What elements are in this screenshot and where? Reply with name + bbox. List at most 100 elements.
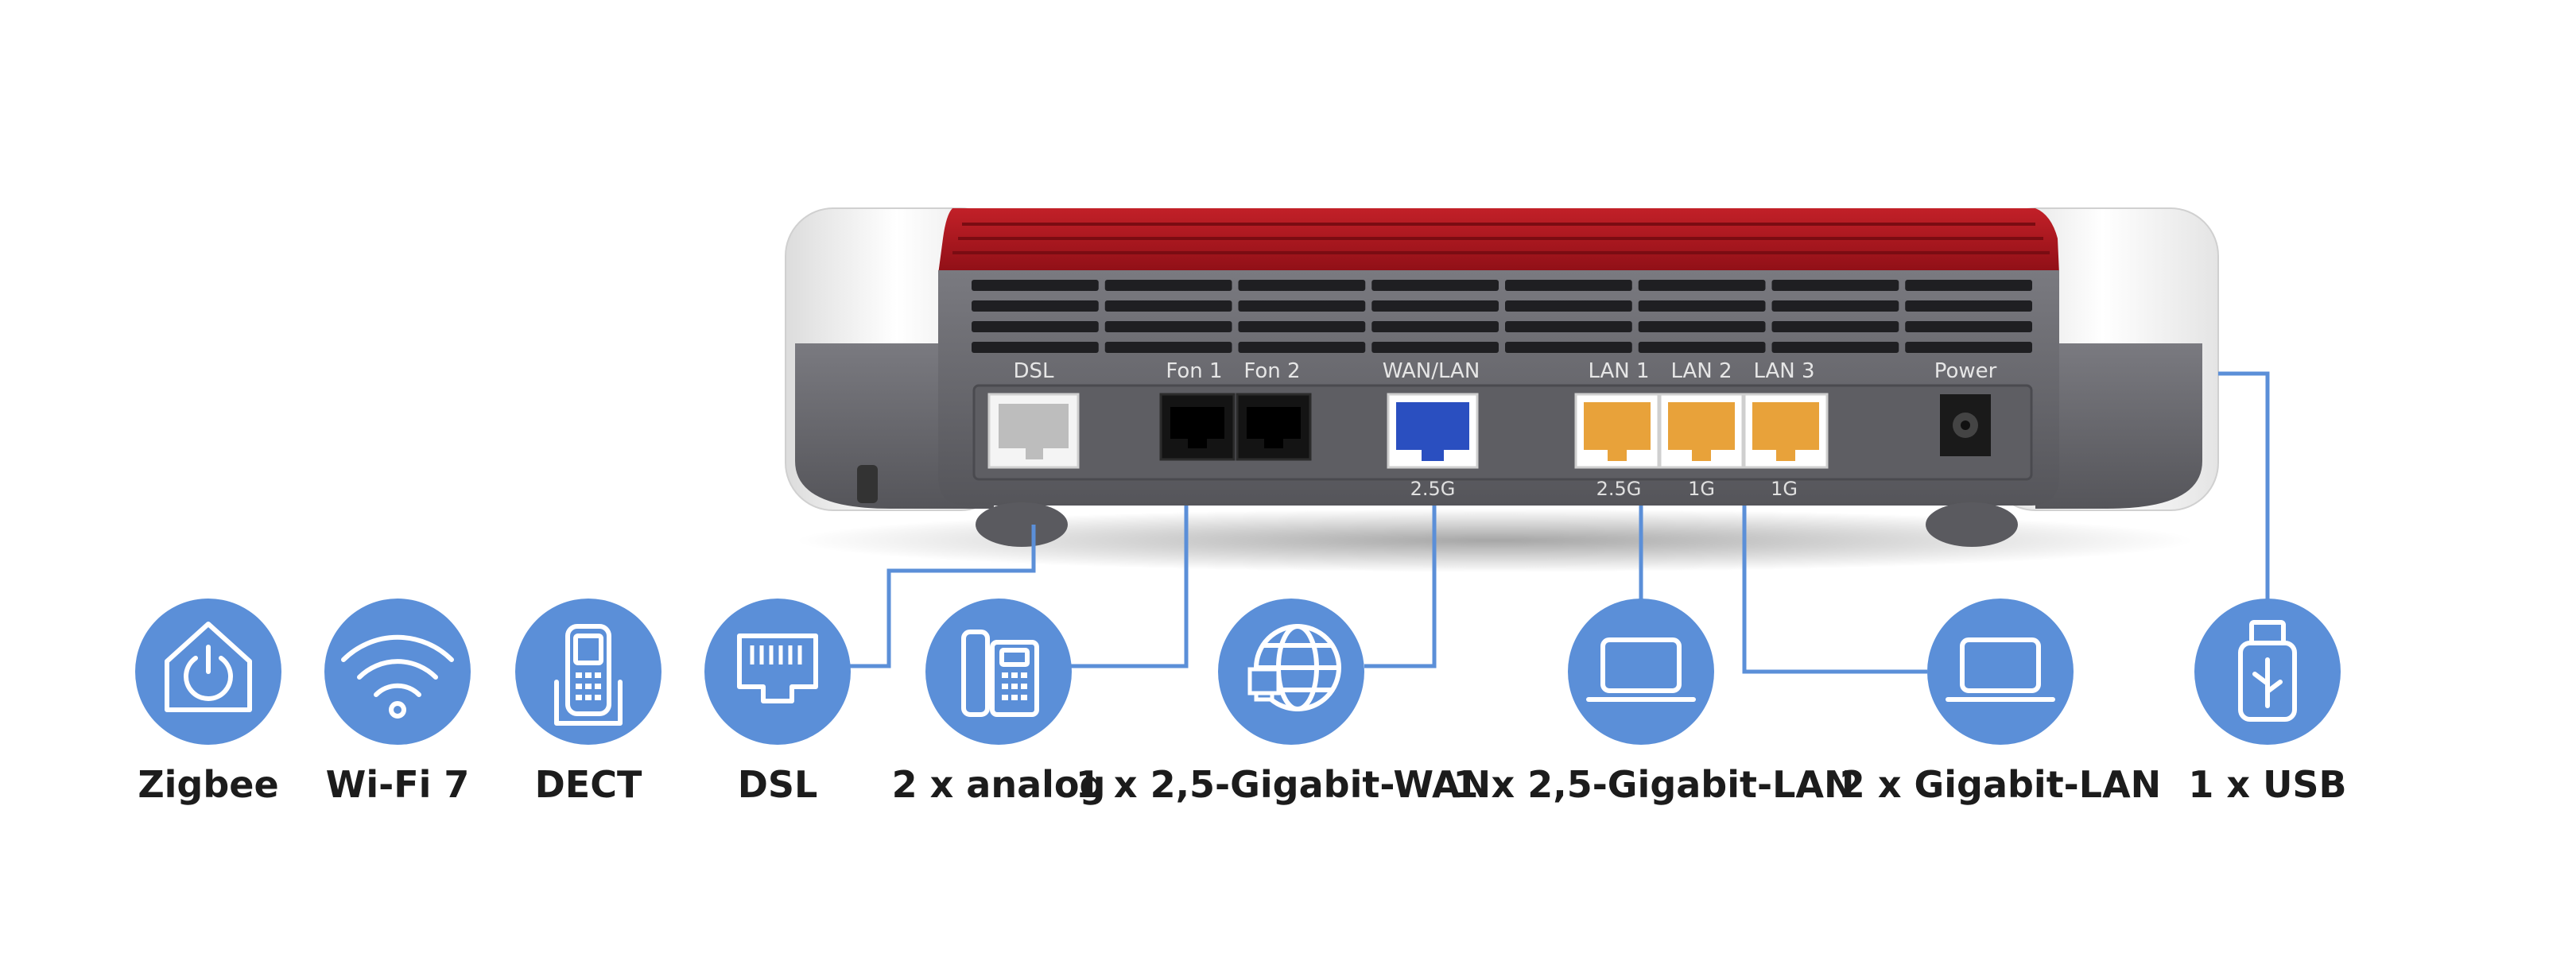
router-foot-right <box>1926 502 2018 547</box>
connector-analog <box>1069 506 1189 668</box>
feature-label-analog: 2 x analog <box>892 763 1106 806</box>
connector-wan <box>1364 506 1437 668</box>
vent-slot <box>1771 321 1899 332</box>
globe-icon <box>1247 624 1341 711</box>
vent-slot <box>972 342 1099 353</box>
vent-slot <box>972 321 1099 332</box>
dsl-circle <box>704 599 851 745</box>
speed-label-wanlan: 2.5G <box>1410 478 1456 500</box>
router-device: DSL Fon 1 Fon 2 WAN/LAN LAN 1 LAN 2 LAN … <box>785 207 2219 572</box>
vent-slot <box>1371 321 1499 332</box>
feature-label-usb: 1 x USB <box>2188 763 2346 806</box>
feature-wan <box>1218 599 1364 745</box>
feature-zigbee <box>135 599 281 745</box>
vent-slot <box>1104 280 1232 291</box>
vent-slot <box>1771 280 1899 291</box>
vent-slot <box>1371 300 1499 312</box>
connector-lan1g <box>1742 506 1927 674</box>
wifi-icon <box>341 634 454 719</box>
port-bay <box>972 384 2033 481</box>
vent-slot <box>1505 300 1632 312</box>
lan25-circle <box>1568 599 1714 745</box>
feature-lan1g <box>1927 599 2074 745</box>
feature-label-wifi: Wi-Fi 7 <box>326 763 470 806</box>
vent-slot <box>1505 280 1632 291</box>
port-label-fon2: Fon 2 <box>1243 359 1300 383</box>
speed-label-lan1: 2.5G <box>1596 478 1642 500</box>
vent-slot <box>1771 300 1899 312</box>
usb-stick-icon <box>2238 620 2297 722</box>
feature-dect <box>515 599 661 745</box>
vent-slot <box>1238 321 1366 332</box>
vent-slot <box>1238 280 1366 291</box>
vent-slot <box>1905 280 2032 291</box>
feature-label-dsl: DSL <box>738 763 818 806</box>
vent-slot <box>1638 300 1766 312</box>
speed-label-lan3: 1G <box>1771 478 1798 500</box>
vent-slot <box>1104 300 1232 312</box>
dsl-port-icon <box>737 633 818 703</box>
feature-usb <box>2194 599 2341 745</box>
wanlan-port <box>1387 393 1479 469</box>
vent-slot <box>1905 342 2032 353</box>
wifi-circle <box>324 599 471 745</box>
router-vents <box>972 280 2032 353</box>
router-foot-left <box>976 502 1068 547</box>
vent-slot <box>1371 280 1499 291</box>
vent-slot <box>972 300 1099 312</box>
feature-wifi <box>324 599 471 745</box>
feature-dsl <box>704 599 851 745</box>
smart-home-power-icon <box>165 622 252 712</box>
vent-slot <box>1104 342 1232 353</box>
speed-label-lan2: 1G <box>1688 478 1715 500</box>
feature-lan25 <box>1568 599 1714 745</box>
feature-label-wan: 1 x 2,5-Gigabit-WAN <box>1076 763 1491 806</box>
port-label-wanlan: WAN/LAN <box>1383 359 1480 383</box>
cordless-phone-icon <box>554 624 623 726</box>
vent-slot <box>1638 321 1766 332</box>
vent-slot <box>1638 280 1766 291</box>
laptop-icon <box>1586 637 1696 702</box>
vent-slot <box>1238 300 1366 312</box>
lan3-port <box>1743 393 1829 469</box>
vent-slot <box>1771 342 1899 353</box>
vent-slot <box>1905 321 2032 332</box>
router-right-wing <box>2035 343 2202 509</box>
port-label-power: Power <box>1934 359 1997 383</box>
fon2-port <box>1236 393 1312 461</box>
vent-slot <box>1371 342 1499 353</box>
vent-slot <box>1505 342 1632 353</box>
port-label-lan2: LAN 2 <box>1670 359 1732 383</box>
feature-label-lan1g: 2 x Gigabit-LAN <box>1840 763 2161 806</box>
vent-slot <box>1238 342 1366 353</box>
vent-slot <box>1104 321 1232 332</box>
router-shadow <box>795 509 2194 572</box>
vent-slot <box>972 280 1099 291</box>
port-label-fon1: Fon 1 <box>1166 359 1222 383</box>
feature-label-lan25: 1 x 2,5-Gigabit-LAN <box>1453 763 1855 806</box>
port-label-dsl: DSL <box>1013 359 1054 383</box>
connector-lines <box>849 371 2270 674</box>
vent-slot <box>1905 300 2032 312</box>
vent-slot <box>1505 321 1632 332</box>
dsl-port <box>987 393 1080 469</box>
wan-circle <box>1218 599 1364 745</box>
connector-dsl <box>849 525 1036 668</box>
fon1-port <box>1159 393 1236 461</box>
vent-slot <box>1638 342 1766 353</box>
feature-analog <box>925 599 1072 745</box>
analog-circle <box>925 599 1072 745</box>
router-top-ridges <box>952 223 2050 254</box>
port-label-lan3: LAN 3 <box>1753 359 1814 383</box>
cable-clip <box>857 465 878 503</box>
dect-circle <box>515 599 661 745</box>
feature-label-zigbee: Zigbee <box>138 763 278 806</box>
feature-labels: Zigbee Wi-Fi 7 DECT DSL 2 x analog 1 x 2… <box>138 763 2346 806</box>
lan1g-circle <box>1927 599 2074 745</box>
connector-usb <box>2218 371 2270 601</box>
router-top-cover <box>938 208 2059 274</box>
power-port <box>1940 394 1991 456</box>
desk-phone-icon <box>961 630 1039 717</box>
